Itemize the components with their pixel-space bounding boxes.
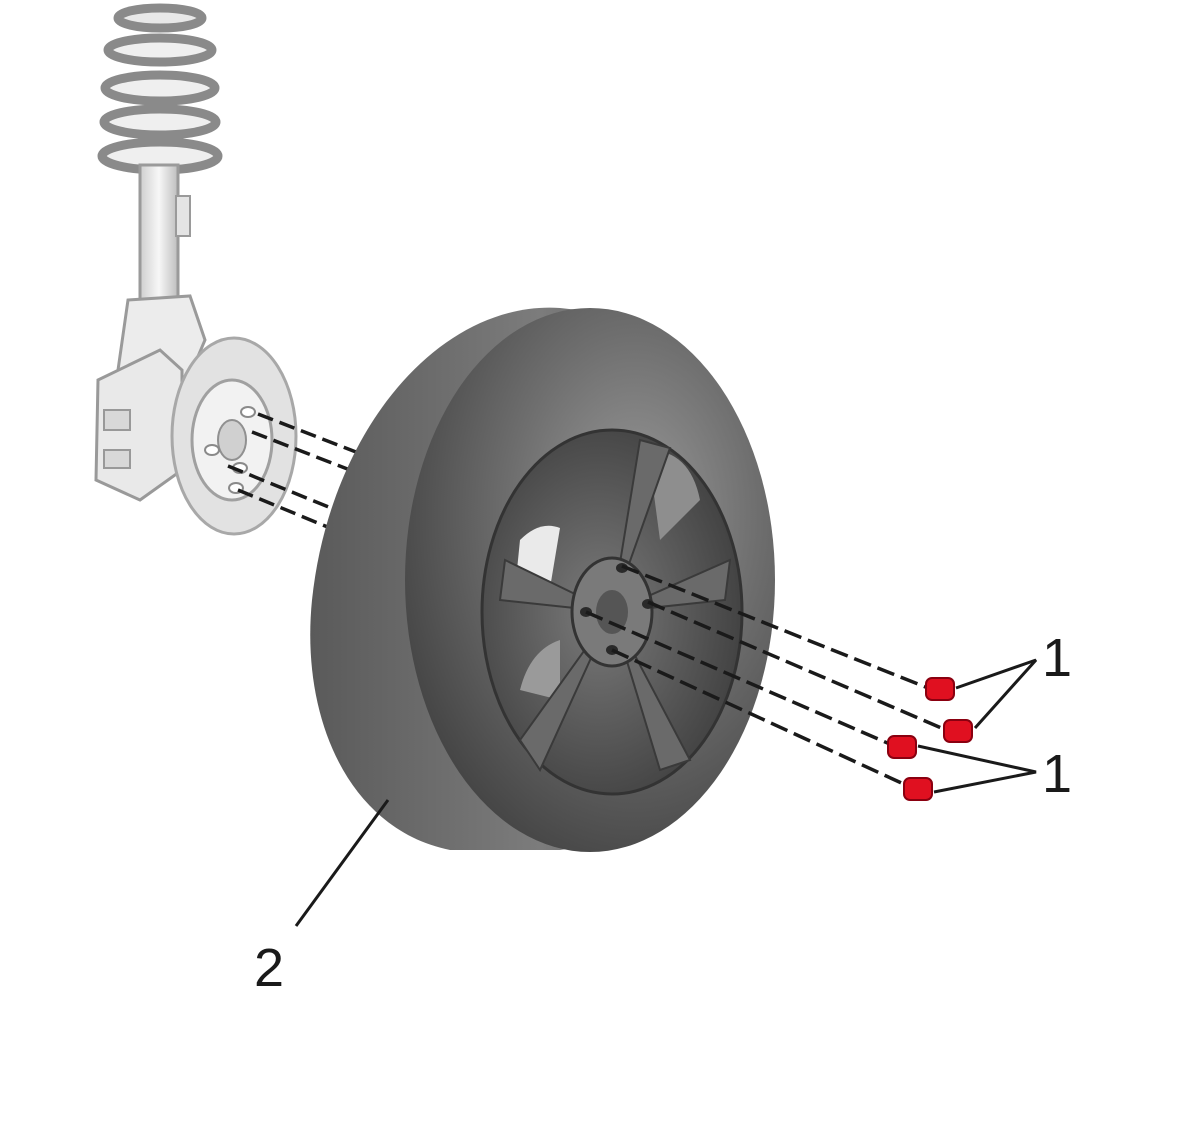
suspension-strut: [94, 3, 298, 536]
nut-alignment-lines: [585, 564, 947, 788]
lug-nut: [943, 719, 973, 743]
wheel-studs: [204, 406, 256, 494]
lug-nut: [887, 735, 917, 759]
callout-label-1-upper: 1: [1042, 628, 1072, 688]
coil-spring: [97, 3, 223, 175]
callout-label-1-lower: 1: [1042, 744, 1072, 804]
callout-leaders: [294, 658, 1038, 927]
lug-nut: [903, 777, 933, 801]
lug-nuts: [887, 677, 973, 801]
stud-alignment-lines: [227, 412, 357, 530]
lug-nut: [925, 677, 955, 701]
strut-bracket: [175, 195, 191, 237]
wheel-assembly: [310, 307, 775, 852]
callout-label-2: 2: [254, 938, 284, 998]
